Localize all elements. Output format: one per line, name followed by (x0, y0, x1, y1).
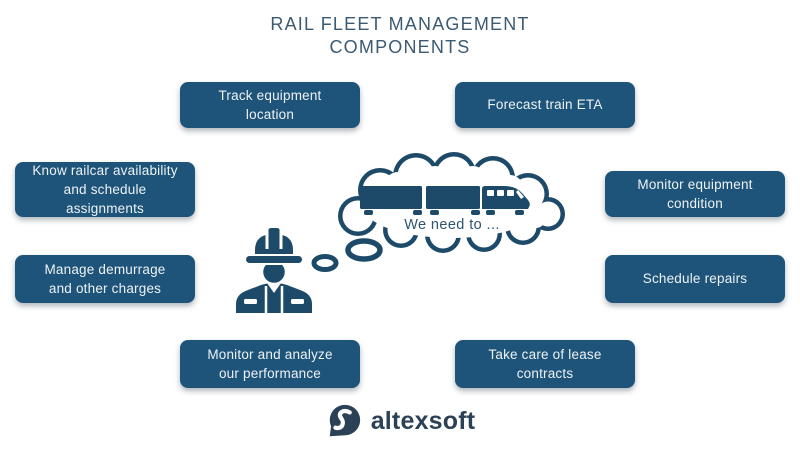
box-track-equipment-location: Track equipment location (180, 82, 360, 128)
box-monitor-analyze-performance: Monitor and analyze our performance (180, 340, 360, 388)
box-label: Monitor and analyze our performance (207, 346, 333, 381)
box-label: Know railcar availability and schedule a… (32, 162, 178, 217)
box-label: Track equipment location (218, 87, 322, 122)
box-label: Manage demurrage and other charges (44, 261, 166, 296)
freight-train-icon (360, 186, 530, 215)
altexsoft-logo-icon (329, 404, 360, 437)
box-monitor-equipment-condition: Monitor equipment condition (605, 171, 785, 217)
thought-bubble-medium-icon (345, 238, 383, 262)
title-line-1: RAIL FLEET MANAGEMENT (270, 14, 530, 34)
title-line-2: COMPONENTS (329, 37, 471, 57)
box-schedule-repairs: Schedule repairs (605, 255, 785, 303)
box-take-care-lease-contracts: Take care of lease contracts (455, 340, 635, 388)
box-label: Forecast train ETA (487, 97, 603, 113)
box-forecast-train-eta: Forecast train ETA (455, 82, 635, 128)
thought-diagram: We need to ... (230, 150, 580, 320)
thought-bubble-small-icon (311, 254, 339, 272)
altexsoft-logo-text: altexsoft (370, 406, 476, 435)
thought-text: We need to ... (404, 217, 500, 233)
box-manage-demurrage: Manage demurrage and other charges (15, 255, 195, 303)
altexsoft-logo: altexsoft (0, 400, 800, 442)
box-label: Take care of lease contracts (488, 346, 602, 381)
page-title: RAIL FLEET MANAGEMENT COMPONENTS (0, 13, 800, 59)
box-label: Monitor equipment condition (637, 176, 753, 211)
construction-worker-icon (236, 228, 312, 313)
box-know-railcar-availability: Know railcar availability and schedule a… (15, 162, 195, 217)
box-label: Schedule repairs (642, 271, 748, 287)
